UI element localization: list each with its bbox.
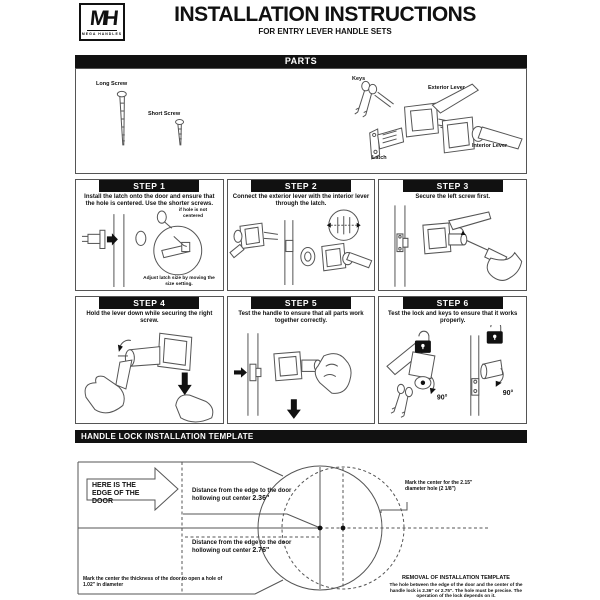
parts-section-title: PARTS xyxy=(284,56,318,66)
step-4-instruction: Hold the lever down while securing the r… xyxy=(86,311,213,324)
parts-illustration xyxy=(116,80,523,160)
step-5-illustration xyxy=(233,333,352,419)
step-1-figure: if hole is not centered Adjust latch siz… xyxy=(76,208,223,290)
distance-bottom-value: 2.76" xyxy=(252,547,270,554)
step-2-instruction: Connect the exterior lever with the inte… xyxy=(232,194,370,207)
steps-grid: STEP 1 Install the latch onto the door a… xyxy=(75,179,527,424)
step-5-instruction: Test the handle to ensure that all parts… xyxy=(238,311,364,324)
step-box-5: STEP 5 Test the handle to ensure that al… xyxy=(226,296,376,424)
step-6-illustration: 90° 90° xyxy=(386,325,514,418)
part-label-latch: Latch xyxy=(372,155,387,161)
step-6-header: STEP 6 xyxy=(402,297,503,309)
step-6-instruction: Test the lock and keys to ensure that it… xyxy=(388,311,518,324)
template-diagram xyxy=(77,461,490,595)
parts-box: Long Screw Short Screw Keys Exterior Lev… xyxy=(75,68,527,174)
step-3-figure xyxy=(379,201,526,290)
step-2-header: STEP 2 xyxy=(250,180,351,192)
distance-top-label: Distance from the edge to the door hollo… xyxy=(192,488,294,503)
step-5-figure xyxy=(228,325,375,423)
distance-top-value: 2.36" xyxy=(252,495,270,502)
mark-center-right-label: Mark the center for the 2.15" diameter h… xyxy=(405,480,473,492)
template-section-bar: HANDLE LOCK INSTALLATION TEMPLATE xyxy=(75,430,527,443)
removal-note-body: The hole between the edge of the door an… xyxy=(389,582,523,599)
removal-note-title: REMOVAL OF INSTALLATION TEMPLATE xyxy=(402,575,510,581)
step-2-illustration xyxy=(228,209,373,285)
distance-bottom-label: Distance from the edge to the door hollo… xyxy=(192,540,294,555)
distance-top-text: Distance from the edge to the door hollo… xyxy=(192,488,292,502)
mark-center-left-label: Mark the center the thickness of the doo… xyxy=(83,576,223,588)
step-4-header: STEP 4 xyxy=(99,297,200,309)
distance-bottom-text: Distance from the edge to the door hollo… xyxy=(192,540,292,554)
brand-logo: MH MEGA HANDLES xyxy=(79,3,125,41)
angle-label-left: 90° xyxy=(437,393,448,401)
brand-monogram: MH xyxy=(88,7,116,30)
brand-name: MEGA HANDLES xyxy=(81,32,123,36)
header: INSTALLATION INSTRUCTIONS FOR ENTRY LEVE… xyxy=(130,3,520,37)
step-1-instruction: Install the latch onto the door and ensu… xyxy=(84,194,215,207)
step-1-header: STEP 1 xyxy=(99,180,200,192)
part-label-short-screw: Short Screw xyxy=(148,111,181,117)
part-label-interior-lever: Interior Lever xyxy=(472,143,508,149)
step-2-figure xyxy=(228,208,375,290)
parts-section-bar: PARTS xyxy=(75,55,527,68)
step-4-illustration xyxy=(84,332,214,423)
step-box-6: STEP 6 Test the lock and keys to ensure … xyxy=(378,296,527,424)
step-5-header: STEP 5 xyxy=(250,297,351,309)
part-label-exterior-lever: Exterior Lever xyxy=(428,85,465,91)
template-diagram-area: HERE IS THE EDGE OF THE DOOR Distance fr… xyxy=(75,448,527,600)
step-box-2: STEP 2 Connect the exterior lever with t… xyxy=(226,179,376,291)
part-label-long-screw: Long Screw xyxy=(96,81,128,87)
door-edge-arrow-label: HERE IS THE EDGE OF THE DOOR xyxy=(92,482,140,505)
page-subtitle: FOR ENTRY LEVER HANDLE SETS xyxy=(258,27,392,36)
step-box-4: STEP 4 Hold the lever down while securin… xyxy=(75,296,224,424)
page-title: INSTALLATION INSTRUCTIONS xyxy=(174,3,476,26)
step-4-figure xyxy=(76,325,223,423)
step-1-callout: if hole is not centered xyxy=(178,208,208,219)
step-3-header: STEP 3 xyxy=(402,180,503,192)
part-label-keys: Keys xyxy=(352,76,366,82)
step-box-1: STEP 1 Install the latch onto the door a… xyxy=(75,179,224,291)
removal-note: REMOVAL OF INSTALLATION TEMPLATE The hol… xyxy=(385,575,527,599)
logo-divider xyxy=(87,30,117,31)
step-3-instruction: Secure the left screw first. xyxy=(415,194,491,200)
angle-label-right: 90° xyxy=(503,389,514,397)
step-1-caption: Adjust latch size by moving the size set… xyxy=(143,276,215,287)
step-6-figure: 90° 90° xyxy=(379,325,526,423)
step-box-3: STEP 3 Secure the left screw first. xyxy=(378,179,527,291)
step-1-illustration xyxy=(81,210,203,287)
template-section-title: HANDLE LOCK INSTALLATION TEMPLATE xyxy=(81,432,254,441)
step-3-illustration xyxy=(394,205,523,287)
